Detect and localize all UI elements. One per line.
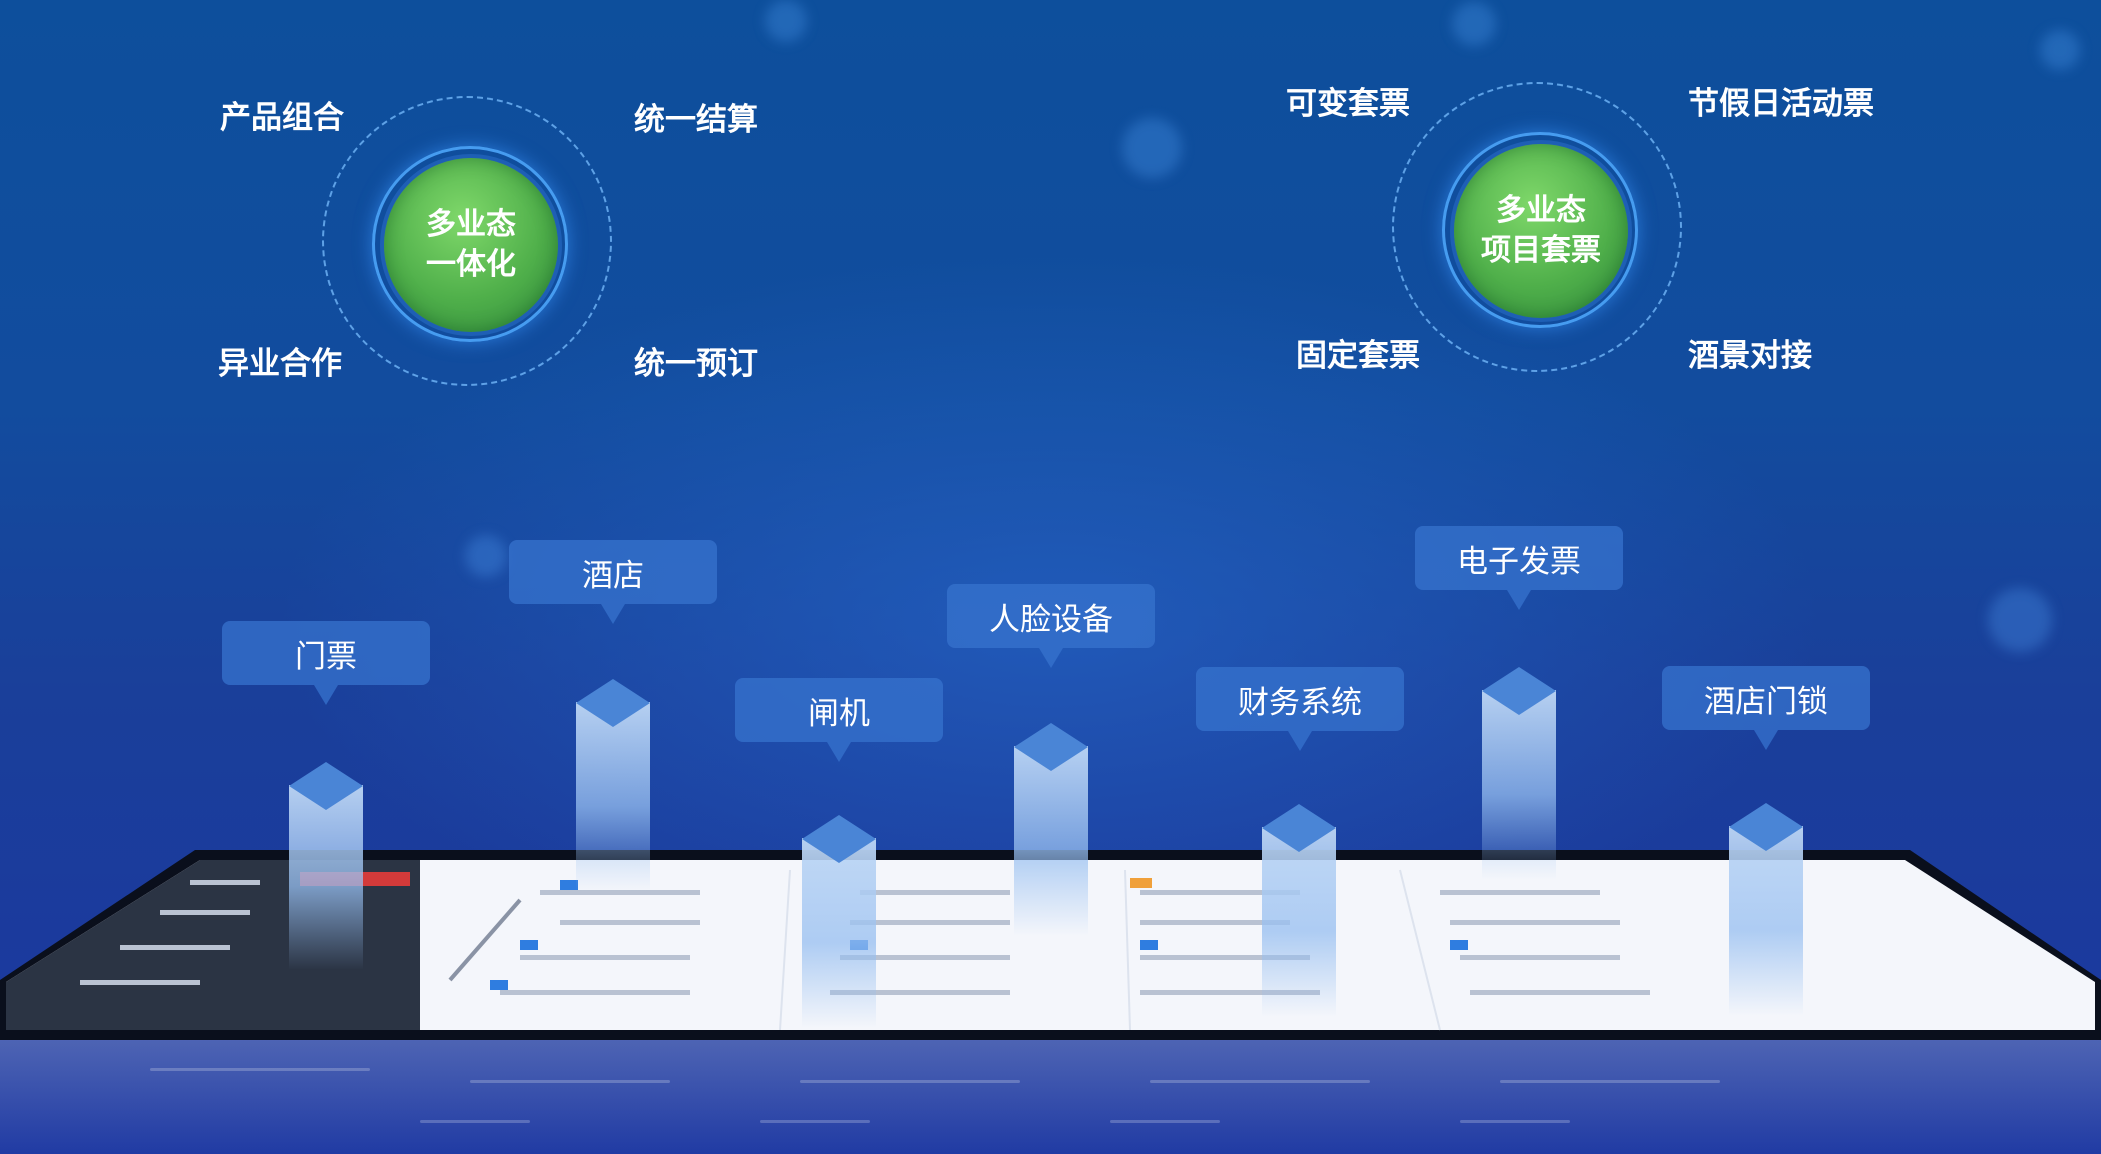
- screen-scrollbar: [448, 898, 522, 982]
- reflection-line: [1110, 1120, 1220, 1123]
- callout-label: 闸机: [808, 695, 870, 732]
- callout-hotel: 酒店: [509, 540, 717, 624]
- callout-label: 财务系统: [1238, 684, 1362, 721]
- reflection-line: [1500, 1080, 1720, 1083]
- reflection-line: [470, 1080, 670, 1083]
- bokeh-light: [465, 535, 507, 577]
- right-core-line-2: 项目套票: [1481, 233, 1601, 268]
- reflection-line: [1150, 1080, 1370, 1083]
- left-label-cross-industry: 异业合作: [218, 346, 342, 382]
- glow-ring: [1442, 132, 1638, 328]
- pillar-e-invoice: [1482, 690, 1556, 880]
- pillar-hotel: [576, 702, 650, 892]
- left-core-line-2: 一体化: [426, 247, 516, 282]
- right-concept-core: 多业态 项目套票: [1450, 140, 1632, 322]
- pillar-cap: [1014, 723, 1088, 771]
- pillar-cap: [1262, 804, 1336, 852]
- right-core-line-1: 多业态: [1496, 193, 1586, 228]
- reflection-line: [760, 1120, 870, 1123]
- left-concept-core: 多业态 一体化: [380, 154, 562, 336]
- callout-label: 酒店: [582, 557, 644, 594]
- screen-card-dividers: [779, 869, 1441, 1031]
- right-label-variable-package: 可变套票: [1286, 86, 1410, 122]
- left-concept-ring: 多业态 一体化: [322, 96, 612, 386]
- dashed-ring: [322, 96, 612, 386]
- screen-orange-tag: [1130, 878, 1152, 888]
- tablet-device: [0, 850, 2101, 1040]
- pillar-face-device: [1014, 746, 1088, 936]
- pillar-ticket: [289, 785, 363, 970]
- pillar-cap: [576, 679, 650, 727]
- pillar-cap: [1482, 667, 1556, 715]
- glow-ring: [372, 146, 568, 342]
- bokeh-light: [1452, 2, 1496, 46]
- callout-label: 电子发票: [1457, 543, 1581, 580]
- right-label-fixed-package: 固定套票: [1296, 338, 1420, 374]
- bokeh-light: [2040, 30, 2080, 70]
- pillar-door-lock: [1729, 826, 1803, 1016]
- pillar-cap: [1729, 803, 1803, 851]
- reflection-line: [800, 1080, 1020, 1083]
- left-label-product-combo: 产品组合: [220, 100, 344, 136]
- bokeh-light: [1122, 118, 1182, 178]
- right-label-holiday-ticket: 节假日活动票: [1688, 86, 1874, 122]
- pillar-finance: [1262, 827, 1336, 1017]
- left-label-unified-booking: 统一预订: [634, 346, 758, 382]
- bokeh-light: [1988, 588, 2052, 652]
- dashed-ring: [1392, 82, 1682, 372]
- reflection-line: [1460, 1120, 1570, 1123]
- callout-finance: 财务系统: [1196, 667, 1404, 751]
- right-concept-ring: 多业态 项目套票: [1392, 82, 1682, 372]
- reflection-line: [420, 1120, 530, 1123]
- callout-door-lock: 酒店门锁: [1662, 666, 1870, 750]
- device-reflection: [0, 1040, 2101, 1154]
- tablet-screen: [6, 860, 2095, 1030]
- left-core-line-1: 多业态: [426, 207, 516, 242]
- callout-gate: 闸机: [735, 678, 943, 762]
- callout-label: 酒店门锁: [1704, 683, 1828, 720]
- reflection-line: [150, 1068, 370, 1071]
- callout-face-device: 人脸设备: [947, 584, 1155, 668]
- callout-label: 人脸设备: [989, 601, 1113, 638]
- callout-e-invoice: 电子发票: [1415, 526, 1623, 610]
- right-label-hotel-scenic: 酒景对接: [1688, 338, 1812, 374]
- pillar-gate: [802, 838, 876, 1028]
- callout-label: 门票: [295, 638, 357, 675]
- pillar-cap: [289, 762, 363, 810]
- screen-content-lines: [80, 880, 1650, 995]
- callout-ticket: 门票: [222, 621, 430, 705]
- left-label-unified-settlement: 统一结算: [634, 102, 758, 138]
- bokeh-light: [765, 0, 807, 42]
- pillar-cap: [802, 815, 876, 863]
